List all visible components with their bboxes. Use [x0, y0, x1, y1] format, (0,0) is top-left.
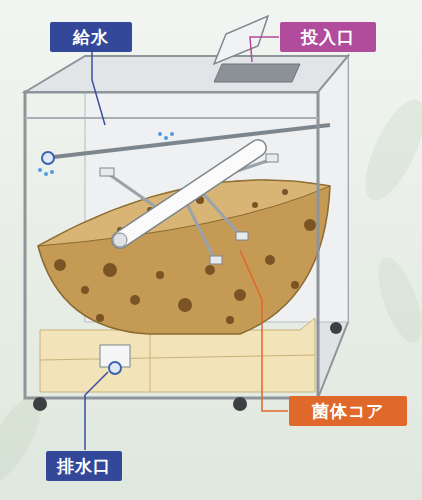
- callout-label: 投入口: [280, 22, 376, 52]
- cabinet-top: [25, 56, 348, 92]
- drain-outlet: [109, 362, 121, 374]
- lid: [214, 16, 268, 64]
- shaft-end: [113, 233, 127, 247]
- callout-label: 給水: [50, 22, 132, 52]
- input-opening: [214, 64, 300, 82]
- callout-label: 排水口: [46, 451, 122, 481]
- label-text: 排水口: [57, 457, 111, 476]
- label-text: 給水: [73, 28, 109, 47]
- shaft-outline: [120, 148, 258, 240]
- label-text: 菌体コア: [312, 402, 384, 421]
- water-spray: [38, 132, 174, 176]
- base-divider: [40, 355, 315, 360]
- water-nozzle: [42, 152, 54, 164]
- cabinet-front-frame: [25, 92, 318, 398]
- stirring-arms: [110, 160, 270, 260]
- label-text: 投入口: [301, 28, 355, 47]
- water-pipe: [45, 125, 330, 158]
- paddles: [100, 154, 278, 264]
- leader-line: [250, 37, 279, 62]
- base-divider: [150, 332, 151, 392]
- callout-label: 菌体コア: [289, 396, 407, 426]
- shaft: [120, 148, 258, 240]
- leader-line: [240, 250, 288, 411]
- frame-rail: [25, 117, 318, 119]
- leader-lines: [85, 52, 108, 450]
- core-granules: [54, 189, 316, 324]
